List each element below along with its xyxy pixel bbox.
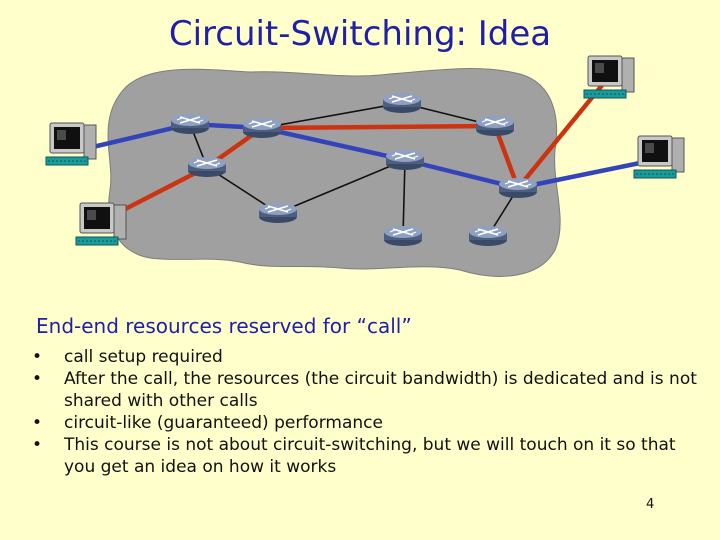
router-icon — [475, 115, 515, 137]
router-icon — [242, 117, 282, 139]
bullet-marker: • — [32, 413, 43, 433]
list-item: • After the call, the resources (the cir… — [32, 368, 697, 412]
list-item: • circuit-like (guaranteed) performance — [32, 412, 697, 434]
router-icon — [468, 225, 508, 247]
bullet-marker: • — [32, 435, 43, 455]
bullet-text: call setup required — [64, 347, 223, 367]
router-icon — [170, 113, 210, 135]
bullet-text: This course is not about circuit-switchi… — [64, 435, 676, 477]
bullet-list: • call setup required • After the call, … — [32, 346, 697, 478]
bullet-marker: • — [32, 369, 43, 389]
slide-title: Circuit-Switching: Idea — [168, 14, 552, 54]
computer-icon — [45, 122, 97, 166]
list-item: • This course is not about circuit-switc… — [32, 434, 697, 478]
network-diagram — [45, 55, 685, 277]
network-cloud — [107, 68, 561, 277]
circuit-path-red — [98, 76, 610, 225]
router-icon — [187, 156, 227, 178]
computer-icon — [75, 202, 127, 246]
bullet-marker: • — [32, 347, 43, 367]
list-item: • call setup required — [32, 346, 697, 368]
slide-subheading: End-end resources reserved for “call” — [36, 314, 412, 338]
router-icon — [382, 92, 422, 114]
router-icon — [385, 149, 425, 171]
router-icon — [383, 225, 423, 247]
router-icon — [258, 202, 298, 224]
page-number: 4 — [646, 497, 655, 512]
bullet-text: After the call, the resources (the circu… — [64, 369, 697, 411]
router-icon — [498, 177, 538, 199]
computer-icon — [633, 135, 685, 179]
computer-icon — [583, 55, 635, 99]
bullet-text: circuit-like (guaranteed) performance — [64, 413, 383, 433]
